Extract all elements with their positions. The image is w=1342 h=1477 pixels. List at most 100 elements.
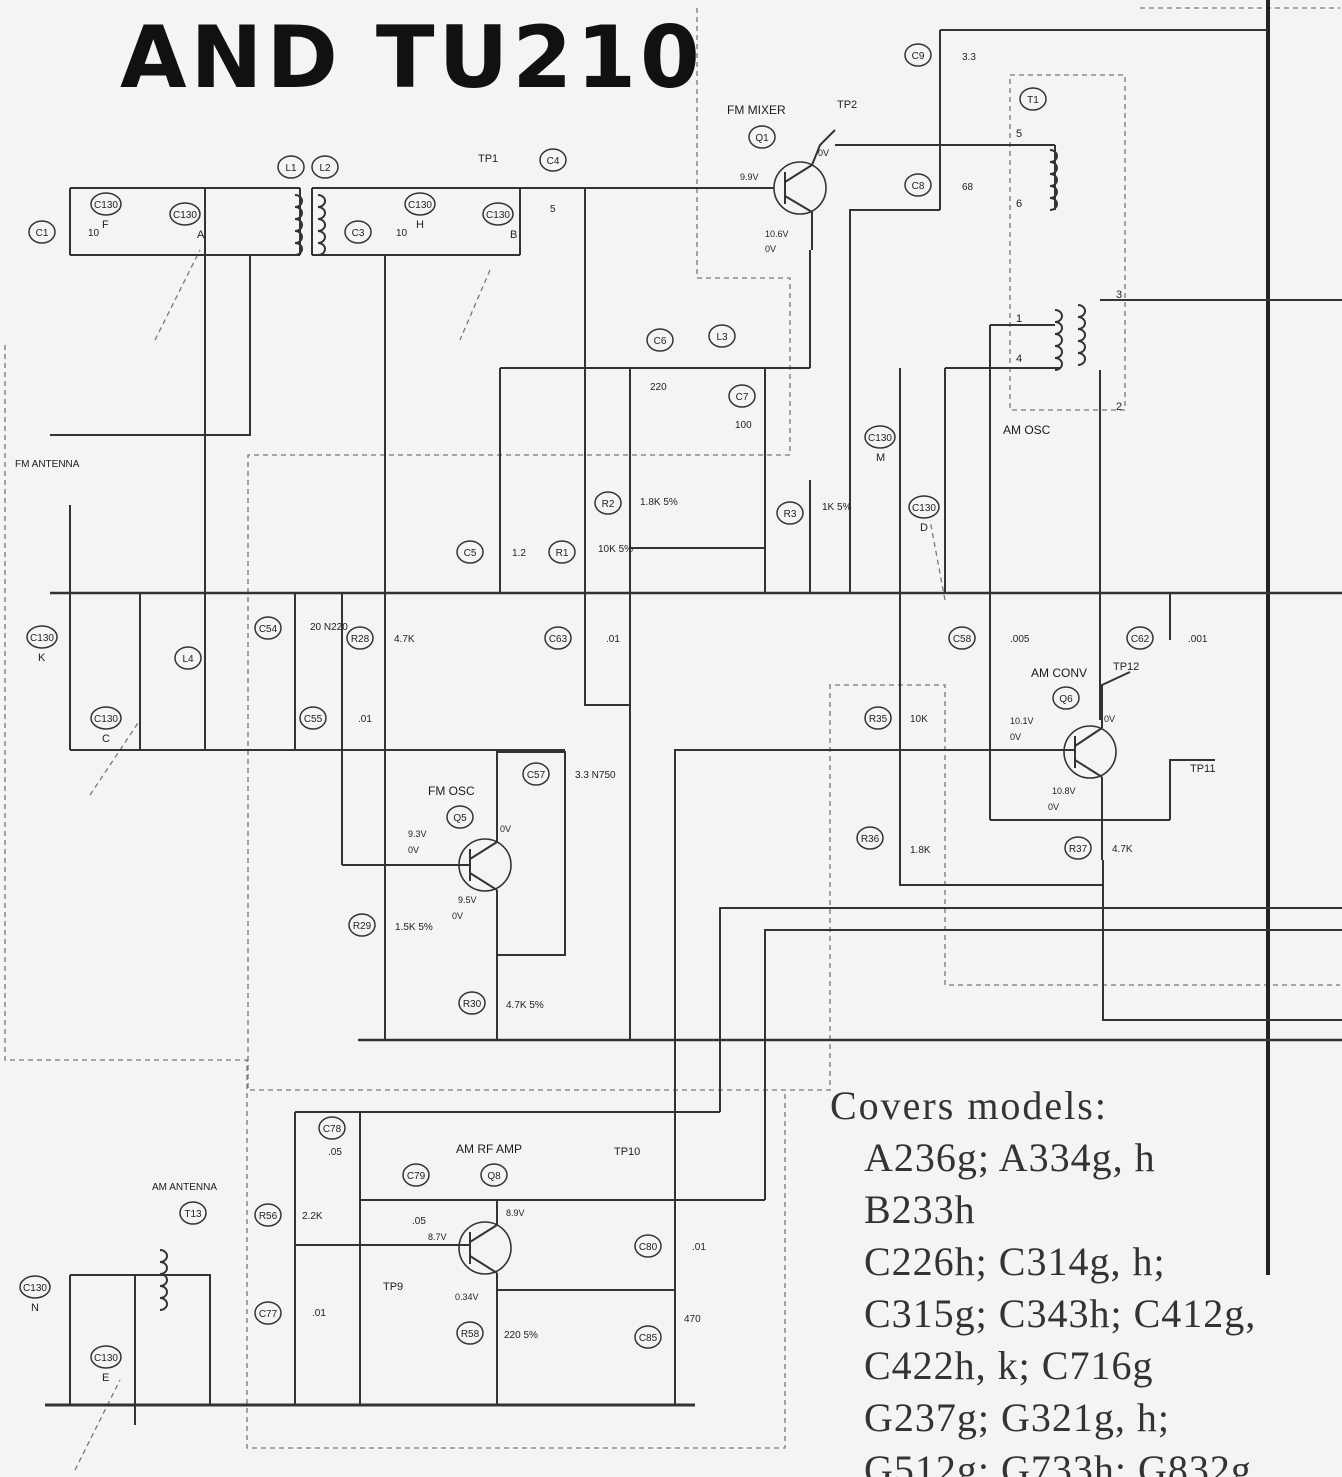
svg-text:C8: C8 (912, 181, 925, 192)
capacitor-value-c55: .01 (358, 714, 372, 725)
resistor-value-r2: 1.8K 5% (640, 497, 678, 508)
svg-text:R29: R29 (353, 921, 372, 932)
capacitor-value-c58: .005 (1010, 634, 1030, 645)
voltage-q6-base-fm: 10.1V (1010, 716, 1034, 726)
page-title: AND TU210 (120, 8, 704, 108)
svg-text:R30: R30 (463, 999, 482, 1010)
tuning-capacitor: C130 (26, 625, 58, 649)
resistor-r2: R2 (594, 491, 622, 515)
transistor-q1: Q1 (748, 125, 776, 149)
svg-text:C54: C54 (259, 624, 278, 635)
resistor-r58: R58 (456, 1321, 484, 1345)
tuning-section-letter: E (102, 1372, 109, 1384)
svg-text:C55: C55 (304, 714, 323, 725)
svg-text:C57: C57 (527, 770, 546, 781)
svg-text:C130: C130 (94, 200, 118, 211)
svg-text:C130: C130 (912, 503, 936, 514)
voltage-q5-emitter-am: 0V (452, 911, 463, 921)
capacitor-value-c62: .001 (1188, 634, 1208, 645)
resistor-value-r37: 4.7K (1112, 844, 1133, 855)
capacitor-c1: C1 (28, 220, 56, 244)
coil-l3: L3 (708, 324, 736, 348)
resistor-r3: R3 (776, 501, 804, 525)
svg-text:C5: C5 (464, 548, 477, 559)
svg-text:C130: C130 (868, 433, 892, 444)
test-point-tp9: TP9 (383, 1281, 403, 1293)
capacitor-value-c6: 220 (650, 382, 667, 393)
tuning-capacitor: C130 (90, 1345, 122, 1369)
capacitor-value-c79: .05 (412, 1216, 426, 1227)
tuning-section-letter: H (416, 219, 424, 231)
capacitor-value-c3: 10 (396, 228, 408, 239)
capacitor-c58: C58 (948, 626, 976, 650)
svg-text:C63: C63 (549, 634, 568, 645)
tuning-capacitor: C130 (169, 202, 201, 226)
tuning-section-letter: A (197, 229, 205, 241)
svg-text:R3: R3 (784, 509, 797, 520)
svg-text:C78: C78 (323, 1124, 342, 1135)
coil-l1: L1 (277, 155, 305, 179)
capacitor-c55: C55 (299, 706, 327, 730)
t1-pin-number: 2 (1116, 401, 1122, 413)
resistor-value-r58: 220 5% (504, 1330, 538, 1341)
tuning-section-letter: F (102, 219, 109, 231)
capacitor-value-c8: 68 (962, 182, 974, 193)
stage-label-am-osc: AM OSC (1003, 423, 1051, 437)
capacitor-c63: C63 (544, 626, 572, 650)
voltage-q5-emitter-fm: 9.5V (458, 895, 477, 905)
resistor-r35: R35 (864, 706, 892, 730)
voltage-q6-emitter-am: 0V (1048, 802, 1059, 812)
voltage-q1-collector: 0V (818, 148, 829, 158)
tuning-capacitor: C130 (864, 425, 896, 449)
voltage-q5-collector: 0V (500, 824, 511, 834)
svg-text:C9: C9 (912, 51, 925, 62)
t1-pin-number: 3 (1116, 289, 1122, 301)
test-point-tp11: TP11 (1190, 763, 1215, 775)
resistor-r29: R29 (348, 913, 376, 937)
svg-text:C6: C6 (654, 336, 667, 347)
svg-text:Q6: Q6 (1059, 694, 1073, 705)
resistor-r37: R37 (1064, 836, 1092, 860)
label-fm-antenna: FM ANTENNA (15, 459, 80, 470)
svg-text:L1: L1 (285, 163, 297, 174)
svg-text:T1: T1 (1027, 95, 1039, 106)
svg-text:R1: R1 (556, 548, 569, 559)
coil-l4: L4 (174, 646, 202, 670)
shield-boundaries (4, 7, 1340, 1471)
t1-pin-number: 5 (1016, 128, 1022, 140)
coil-l2: L2 (311, 155, 339, 179)
resistor-value-r28: 4.7K (394, 634, 415, 645)
capacitor-value-c78: .05 (328, 1147, 342, 1158)
capacitor-c77: C77 (254, 1301, 282, 1325)
capacitor-c6: C6 (646, 328, 674, 352)
voltage-q5-base-fm: 9.3V (408, 829, 427, 839)
svg-text:L2: L2 (319, 163, 331, 174)
voltage-q1-base: 9.9V (740, 172, 759, 182)
svg-text:Q5: Q5 (453, 813, 467, 824)
stage-label-fm-osc: FM OSC (428, 784, 475, 798)
test-point-tp10: TP10 (614, 1146, 640, 1158)
transistor-q8: Q8 (480, 1163, 508, 1187)
capacitor-c57: C57 (522, 762, 550, 786)
voltage-q8-emitter: 8.9V (506, 1208, 525, 1218)
resistor-r56: R56 (254, 1203, 282, 1227)
svg-text:C4: C4 (547, 156, 560, 167)
resistor-value-r1: 10K 5% (598, 544, 633, 555)
svg-text:R2: R2 (602, 499, 615, 510)
capacitor-c8: C8 (904, 173, 932, 197)
svg-text:C85: C85 (639, 1333, 658, 1344)
svg-text:C80: C80 (639, 1242, 658, 1253)
capacitor-value-c57: 3.3 N750 (575, 770, 616, 781)
capacitor-value-c63: .01 (606, 634, 620, 645)
capacitor-value-c1: 10 (88, 228, 100, 239)
transistor-q6: Q6 (1052, 686, 1080, 710)
voltage-q8-base: 8.7V (428, 1232, 447, 1242)
tuning-section-letter: B (510, 229, 517, 241)
capacitor-value-c5: 1.2 (512, 548, 526, 559)
tuning-capacitor: C130 (404, 192, 436, 216)
resistor-value-r29: 1.5K 5% (395, 922, 433, 933)
coil-t1: T1 (1019, 87, 1047, 111)
svg-text:R37: R37 (1069, 844, 1088, 855)
resistor-r36: R36 (856, 826, 884, 850)
resistor-value-r30: 4.7K 5% (506, 1000, 544, 1011)
